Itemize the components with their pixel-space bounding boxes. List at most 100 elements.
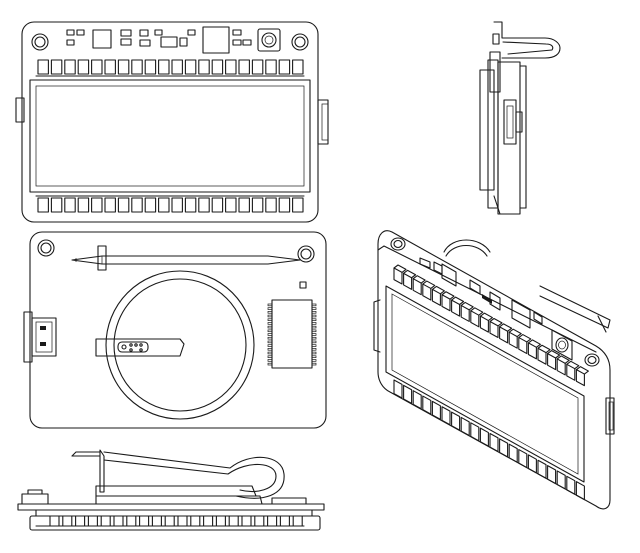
ic-pin bbox=[311, 318, 317, 321]
front-pin-top bbox=[171, 59, 183, 75]
ic-pin bbox=[311, 322, 317, 325]
front-pin-bottom bbox=[265, 197, 277, 213]
iso-pin-top-cap bbox=[460, 301, 474, 311]
bottom-pin bbox=[215, 515, 226, 527]
iso-pin-top-cap bbox=[422, 280, 436, 289]
front-pin-top bbox=[77, 59, 90, 75]
iso-pin-top-cap bbox=[566, 360, 580, 370]
front-pin-top bbox=[64, 59, 76, 75]
iso-pin-top bbox=[489, 320, 499, 339]
iso-pin-top-cap bbox=[508, 328, 522, 338]
front-pin-top bbox=[158, 59, 170, 75]
iso-pin-bottom bbox=[537, 459, 547, 479]
front-pin-bottom bbox=[64, 197, 76, 213]
iso-pin-top bbox=[575, 369, 585, 387]
iso-pin-top-cap bbox=[393, 264, 407, 273]
iso-pin-top-cap bbox=[527, 339, 541, 348]
top-components bbox=[66, 26, 281, 54]
iso-pin-top-cap bbox=[403, 269, 417, 279]
iso-pin-top-cap bbox=[575, 366, 589, 375]
front-pin-top bbox=[292, 59, 304, 75]
isometric-view bbox=[373, 230, 615, 510]
ic-pin bbox=[267, 318, 273, 321]
bottom-pin bbox=[177, 515, 188, 527]
bottom-pin bbox=[113, 515, 124, 527]
iso-pin-top bbox=[393, 267, 403, 285]
iso-pin-bottom bbox=[431, 400, 441, 420]
front-pin-top bbox=[251, 59, 264, 75]
iso-pin-top-cap bbox=[499, 323, 513, 332]
iso-components bbox=[419, 257, 573, 361]
ic-pin bbox=[267, 340, 273, 344]
iso-pin-top-cap bbox=[412, 275, 426, 284]
front-pin-top bbox=[50, 59, 63, 75]
iso-pin-top bbox=[479, 315, 489, 333]
iso-pin-top bbox=[547, 353, 557, 371]
ic-pin bbox=[311, 336, 317, 340]
ic-pin bbox=[267, 307, 273, 310]
back-view bbox=[23, 231, 327, 429]
front-pin-bottom bbox=[278, 197, 291, 213]
front-view bbox=[15, 21, 329, 223]
ic-pin bbox=[267, 329, 273, 333]
bottom-pin bbox=[254, 515, 265, 527]
front-pin-top bbox=[104, 59, 116, 75]
iso-pin-top-cap bbox=[441, 291, 455, 300]
coin-cell-holder bbox=[95, 270, 255, 420]
bottom-pin bbox=[75, 515, 86, 527]
iso-pin-top bbox=[460, 304, 470, 322]
front-pin-bottom bbox=[225, 197, 237, 213]
iso-pin-top-cap bbox=[518, 334, 532, 343]
bottom-pin bbox=[151, 515, 162, 527]
bottom-pin bbox=[190, 515, 201, 527]
front-pin-bottom bbox=[131, 197, 143, 213]
iso-pin-top bbox=[499, 326, 509, 344]
iso-pin-bottom bbox=[547, 465, 557, 485]
front-pin-top bbox=[144, 59, 157, 75]
iso-pin-bottom bbox=[422, 395, 432, 415]
iso-pin-bottom bbox=[499, 438, 509, 458]
iso-pin-top bbox=[431, 288, 441, 306]
iso-pin-top-cap bbox=[451, 296, 465, 306]
iso-pin-bottom bbox=[393, 379, 403, 399]
iso-pin-top bbox=[556, 358, 566, 376]
ic-pin bbox=[267, 336, 273, 340]
bottom-pin bbox=[292, 515, 303, 527]
iso-pin-bottom bbox=[508, 443, 518, 463]
iso-pin-bottom bbox=[575, 481, 585, 501]
iso-pin-top-cap bbox=[489, 317, 503, 327]
front-pin-top bbox=[117, 59, 130, 75]
iso-pin-bottom bbox=[441, 406, 451, 426]
front-pin-row-top bbox=[37, 59, 304, 75]
ic-pin bbox=[311, 355, 317, 358]
ic-pin bbox=[311, 325, 317, 329]
bottom-pin bbox=[241, 515, 252, 527]
iso-pin-top bbox=[412, 278, 422, 296]
front-pin-top bbox=[211, 59, 224, 75]
ic-pin bbox=[311, 344, 317, 347]
ic-pin bbox=[267, 322, 273, 325]
front-pin-bottom bbox=[77, 197, 90, 213]
front-pin-top bbox=[37, 59, 49, 75]
front-pin-bottom bbox=[158, 197, 170, 213]
front-pin-top bbox=[225, 59, 237, 75]
iso-pin-row-top bbox=[393, 264, 589, 387]
iso-pin-top bbox=[518, 337, 528, 355]
ic-pin bbox=[311, 303, 317, 307]
ic-pin bbox=[311, 340, 317, 344]
iso-pin-top-cap bbox=[479, 312, 493, 322]
iso-pin-top bbox=[527, 342, 537, 360]
ic-pin bbox=[267, 333, 273, 336]
iso-pin-top-cap bbox=[470, 307, 484, 316]
front-pin-bottom bbox=[198, 197, 210, 213]
ic-pin bbox=[311, 333, 317, 336]
front-pin-bottom bbox=[117, 197, 130, 213]
ic-pin bbox=[311, 351, 317, 355]
bottom-pin bbox=[49, 515, 60, 527]
front-pin-bottom bbox=[184, 197, 197, 213]
iso-pin-top bbox=[470, 310, 480, 328]
front-pin-bottom bbox=[144, 197, 157, 213]
usb-connector bbox=[23, 311, 57, 363]
iso-pin-top bbox=[537, 347, 547, 365]
bottom-pin-row bbox=[49, 515, 303, 527]
